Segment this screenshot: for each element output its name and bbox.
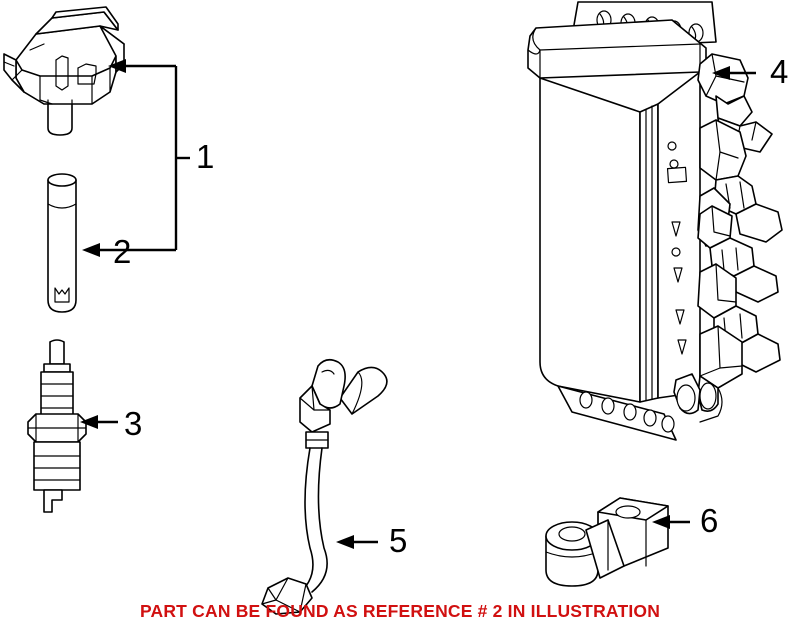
callout-1-leader — [108, 59, 190, 252]
crankshaft-position-sensor-drawing — [261, 358, 388, 615]
connector-boot-drawing — [47, 173, 77, 313]
spark-plug-drawing — [27, 339, 87, 513]
engine-control-module-drawing — [527, 1, 783, 441]
callout-label-5: 5 — [389, 522, 408, 559]
callout-2-leader — [82, 243, 146, 257]
knock-sensor-drawing — [545, 497, 669, 587]
callout-label-4: 4 — [770, 53, 789, 90]
callout-label-2: 2 — [113, 233, 132, 270]
ignition-coil-drawing — [3, 6, 125, 136]
callout-4-leader — [712, 66, 756, 80]
callout-6-leader — [652, 515, 690, 529]
callout-label-1: 1 — [196, 138, 215, 175]
reference-note: PART CAN BE FOUND AS REFERENCE # 2 IN IL… — [139, 601, 661, 621]
callout-label-3: 3 — [124, 405, 143, 442]
callout-5-leader — [336, 535, 378, 549]
callout-label-6: 6 — [700, 502, 719, 539]
callout-3-leader — [80, 415, 118, 429]
